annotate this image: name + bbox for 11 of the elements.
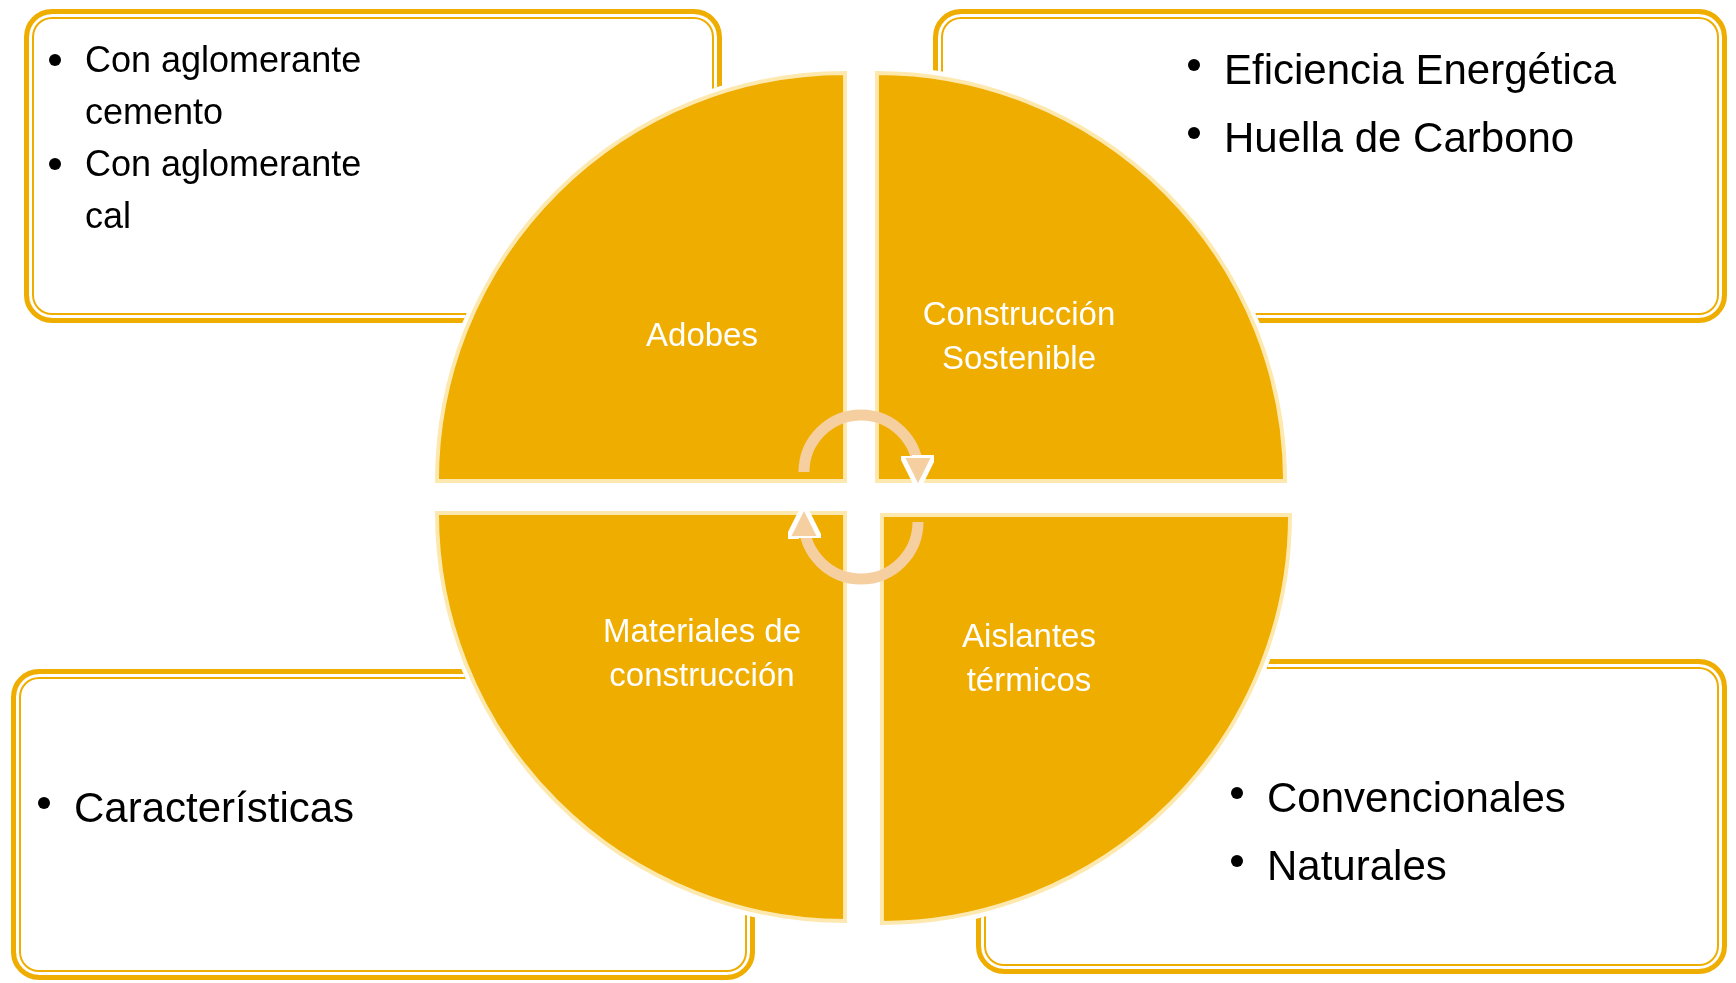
quadrant-label: Aislantes térmicos [961, 616, 1097, 700]
bullet-text: Con aglomerante cal [85, 142, 363, 238]
quadrant-label: Adobes [645, 315, 759, 355]
quadrant-label: Materiales de construcción [601, 611, 803, 695]
bullet-text: Convencionales [1267, 773, 1566, 823]
bullet-text: Huella de Carbono [1224, 113, 1575, 163]
bullet-text: Características [74, 783, 355, 833]
bullet-text: Con aglomerante cemento [85, 38, 363, 134]
bullet-text: Eficiencia Energética [1224, 45, 1617, 95]
quadrant-label: Construcción Sostenible [921, 294, 1117, 378]
bullet-text: Naturales [1267, 841, 1447, 891]
